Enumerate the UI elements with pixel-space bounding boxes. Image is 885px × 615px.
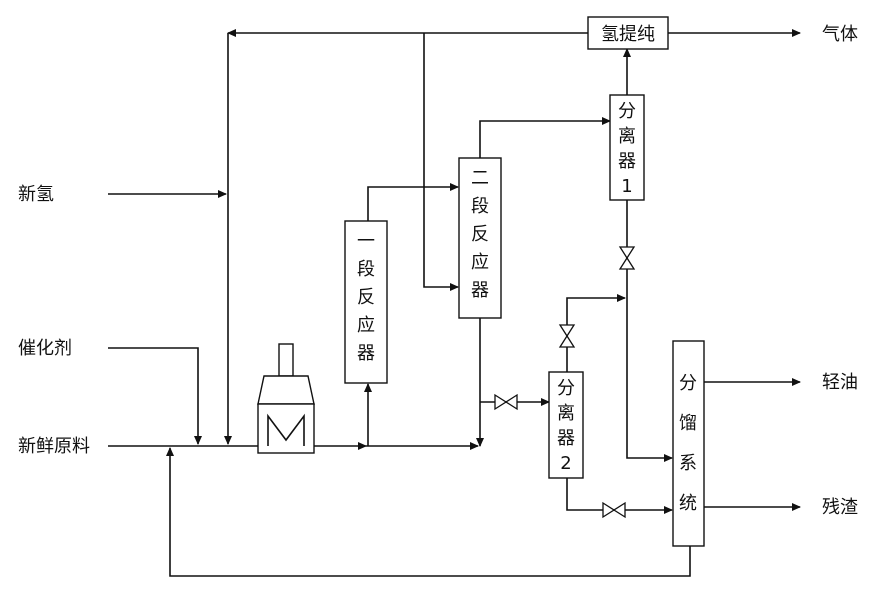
separator2-char-3: 2 (560, 453, 571, 474)
reactor1-to-reactor2-line (367, 183, 459, 221)
reactor-stage2-char-4: 器 (471, 280, 489, 301)
sep2-top-line (566, 294, 626, 372)
input-new-hydrogen-label: 新氢 (18, 184, 54, 205)
reactor-stage1-box (344, 220, 388, 384)
separator2-box (548, 371, 584, 479)
fractionation-char-3: 统 (679, 493, 697, 514)
reactor-stage2-char-2: 反 (471, 224, 489, 245)
separator1-char-0: 分 (618, 101, 636, 122)
fractionation-box (672, 340, 705, 547)
output-residue-label: 残渣 (822, 497, 858, 518)
separator1-char-2: 器 (618, 151, 636, 172)
valve-sep2-top (558, 324, 576, 348)
input-catalyst-label: 催化剂 (18, 338, 72, 359)
valve-sep1-outlet (618, 246, 636, 270)
fractionation-char-2: 系 (679, 453, 697, 474)
reactor-stage1-char-3: 应 (357, 315, 375, 336)
recycle-to-reactor2-line (423, 33, 459, 291)
sep2-to-fractionation-line (566, 478, 673, 514)
residue-recycle-line (166, 447, 691, 577)
output-light-oil-label: 轻油 (822, 372, 858, 393)
heating-furnace-icon (257, 343, 315, 454)
input-fresh-feed-label: 新鲜原料 (18, 436, 90, 457)
fractionation-char-0: 分 (679, 373, 697, 394)
catalyst-line (108, 347, 202, 445)
reactor-stage1-char-2: 反 (357, 287, 375, 308)
separator2-char-1: 离 (557, 403, 575, 424)
sep1-to-fractionation-line (626, 200, 673, 462)
reactor-stage1-char-4: 器 (357, 343, 375, 364)
reactor-stage1-char-0: 一 (357, 231, 375, 252)
fractionation-char-1: 馏 (679, 413, 697, 434)
reactor-stage2-char-0: 二 (471, 168, 489, 189)
reactor2-to-sep1-line (479, 117, 611, 158)
separator1-char-3: 1 (621, 176, 632, 197)
h2-purification-label: 氢提纯 (601, 24, 655, 45)
reactor-stage1-char-1: 段 (357, 259, 375, 280)
reactor-stage2-box (458, 157, 502, 319)
h2-purification-box (587, 16, 669, 50)
valve-reactor2-to-sep2 (494, 393, 518, 411)
separator1-char-1: 离 (618, 126, 636, 147)
reactor-stage2-char-1: 段 (471, 196, 489, 217)
separator2-char-2: 器 (557, 428, 575, 449)
separator2-char-0: 分 (557, 378, 575, 399)
valve-sep2-bottom (602, 501, 626, 519)
reactor-stage2-char-3: 应 (471, 252, 489, 273)
output-gas-label: 气体 (822, 24, 858, 45)
separator1-box (609, 94, 645, 201)
